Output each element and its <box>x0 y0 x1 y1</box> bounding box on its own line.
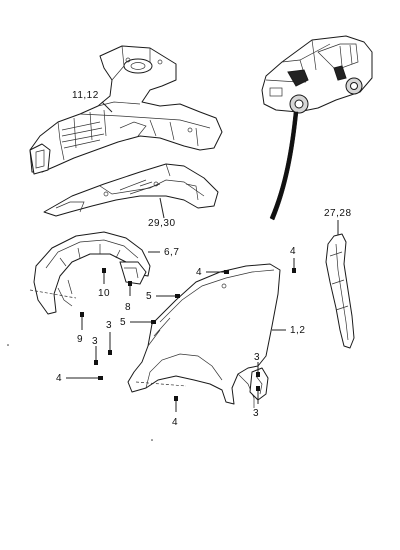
speck <box>151 439 153 441</box>
bolt-4-top <box>292 258 296 273</box>
wheelhouse-panel <box>43 163 219 217</box>
side-panel <box>325 233 355 349</box>
fender-panel <box>127 263 281 408</box>
label-5-upper: 5 <box>146 291 152 302</box>
label-4-top: 4 <box>290 246 296 257</box>
clip-8 <box>128 281 132 296</box>
clip-10 <box>102 268 106 284</box>
label-4-bottom-left: 4 <box>56 373 62 384</box>
label-1-2: 1,2 <box>290 325 305 336</box>
label-8: 8 <box>125 302 131 313</box>
leader-29-30 <box>159 197 165 219</box>
speck <box>7 344 9 346</box>
inner-liner <box>29 231 151 315</box>
label-5-lower: 5 <box>120 317 126 328</box>
label-4-left: 4 <box>196 267 202 278</box>
fender-rear-bracket <box>249 367 269 401</box>
bolt-4-bottom-left <box>66 376 103 380</box>
car-pointer-line <box>269 111 299 221</box>
label-27-28: 27,28 <box>324 208 352 219</box>
label-6-7: 6,7 <box>164 247 179 258</box>
screw-3-left-b <box>94 346 98 365</box>
label-3-left-b: 3 <box>92 336 98 347</box>
clip-9 <box>80 312 84 330</box>
screw-3-left-a <box>108 332 112 355</box>
clip-5-lower <box>130 320 156 324</box>
bolt-4-bottom <box>174 396 178 412</box>
car-thumbnail <box>261 35 373 114</box>
screw-3-right-a <box>256 362 260 377</box>
label-9: 9 <box>77 334 83 345</box>
label-3-left-a: 3 <box>106 320 112 331</box>
label-3-right-a: 3 <box>254 352 260 363</box>
bolt-4-left <box>206 270 229 274</box>
screw-3-right-b <box>256 386 260 404</box>
label-29-30: 29,30 <box>148 218 176 229</box>
apron-assembly <box>29 45 223 175</box>
label-10: 10 <box>98 288 110 299</box>
label-11-12: 11,12 <box>72 90 99 101</box>
clip-5-upper <box>156 294 180 298</box>
label-3-right-b: 3 <box>253 408 259 419</box>
label-4-bottom: 4 <box>172 417 178 428</box>
leader-11-12 <box>101 101 113 113</box>
